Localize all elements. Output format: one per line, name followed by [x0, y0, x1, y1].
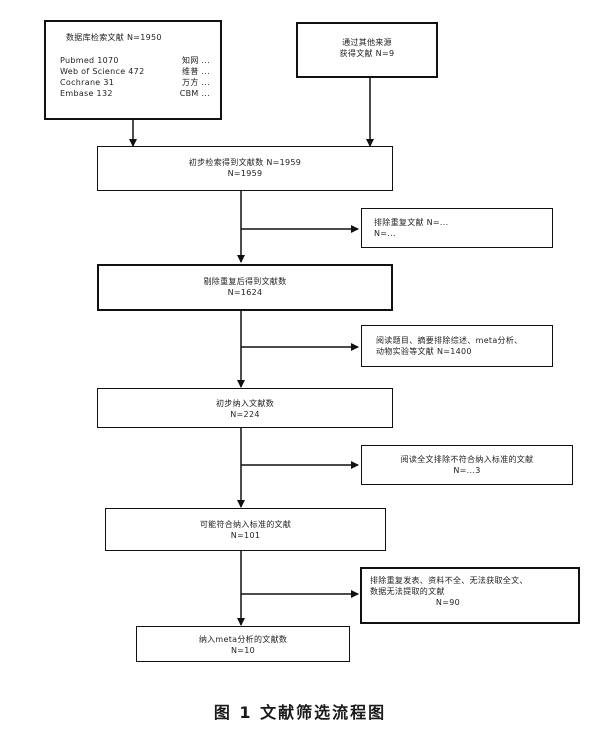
initial-pool-line: N=1959: [227, 169, 263, 178]
fulltext-line: 可能符合纳入标准的文献: [199, 520, 292, 529]
database-row: Pubmed 1070 知网 ...: [60, 55, 210, 66]
exclusion-line: N=90: [435, 598, 460, 607]
exclusion-box-3: 阅读全文排除不符合纳入标准的文献 N=...3: [361, 445, 573, 485]
exclusion-box-1: 排除重复文献 N=... N=...: [361, 208, 553, 248]
database-count: CBM ...: [179, 89, 210, 98]
database-row: Web of Science 472 维普 ...: [60, 66, 210, 77]
initial-pool-line: 初步检索得到文献数 N=1959: [188, 158, 302, 167]
after-dedup-box: 剔除重复后得到文献数 N=1624: [97, 264, 393, 311]
database-source: Cochrane 31: [60, 78, 115, 87]
database-count: 知网 ...: [182, 56, 210, 65]
exclusion-line: 数据无法提取的文献: [370, 587, 445, 596]
exclusion-line: N=...3: [453, 466, 481, 475]
fulltext-box: 可能符合纳入标准的文献 N=101: [105, 508, 386, 551]
database-search-title: 数据库检索文献 N=1950: [66, 33, 162, 42]
exclusion-line: 动物实验等文献 N=1400: [376, 347, 472, 356]
database-search-box: 数据库检索文献 N=1950 Pubmed 1070 知网 ... Web of…: [44, 20, 222, 120]
exclusion-line: 阅读全文排除不符合纳入标准的文献: [400, 455, 534, 464]
exclusion-line: 排除重复发表、资料不全、无法获取全文、: [370, 576, 528, 585]
after-dedup-line: 剔除重复后得到文献数: [203, 277, 287, 286]
exclusion-box-4: 排除重复发表、资料不全、无法获取全文、 数据无法提取的文献 N=90: [360, 567, 580, 624]
database-source: Embase 132: [60, 89, 113, 98]
database-count: 维普 ...: [182, 67, 210, 76]
fulltext-line: N=101: [230, 531, 261, 540]
final-included-line: 纳入meta分析的文献数: [198, 635, 288, 644]
after-dedup-line: N=1624: [227, 288, 263, 297]
figure-caption: 图 1 文献筛选流程图: [213, 703, 387, 722]
database-row: Cochrane 31 万方 ...: [60, 77, 210, 88]
exclusion-line: 排除重复文献 N=...: [374, 218, 449, 227]
database-source: Web of Science 472: [60, 67, 145, 76]
after-screen-line: 初步纳入文献数: [215, 399, 275, 408]
exclusion-box-2: 阅读题目、摘要排除综述、meta分析、 动物实验等文献 N=1400: [361, 325, 553, 367]
database-row: Embase 132 CBM ...: [60, 88, 210, 99]
other-sources-box: 通过其他来源 获得文献 N=9: [296, 22, 438, 78]
after-screen-line: N=224: [230, 410, 260, 419]
other-sources-line: 获得文献 N=9: [339, 49, 395, 58]
final-included-line: N=10: [230, 646, 256, 655]
exclusion-line: 阅读题目、摘要排除综述、meta分析、: [376, 336, 523, 345]
exclusion-line: N=...: [374, 229, 396, 238]
after-screen-box: 初步纳入文献数 N=224: [97, 388, 393, 428]
database-count: 万方 ...: [182, 78, 210, 87]
other-sources-line: 通过其他来源: [342, 38, 392, 47]
initial-pool-box: 初步检索得到文献数 N=1959 N=1959: [97, 146, 393, 191]
database-source: Pubmed 1070: [60, 56, 119, 65]
final-included-box: 纳入meta分析的文献数 N=10: [136, 626, 350, 662]
